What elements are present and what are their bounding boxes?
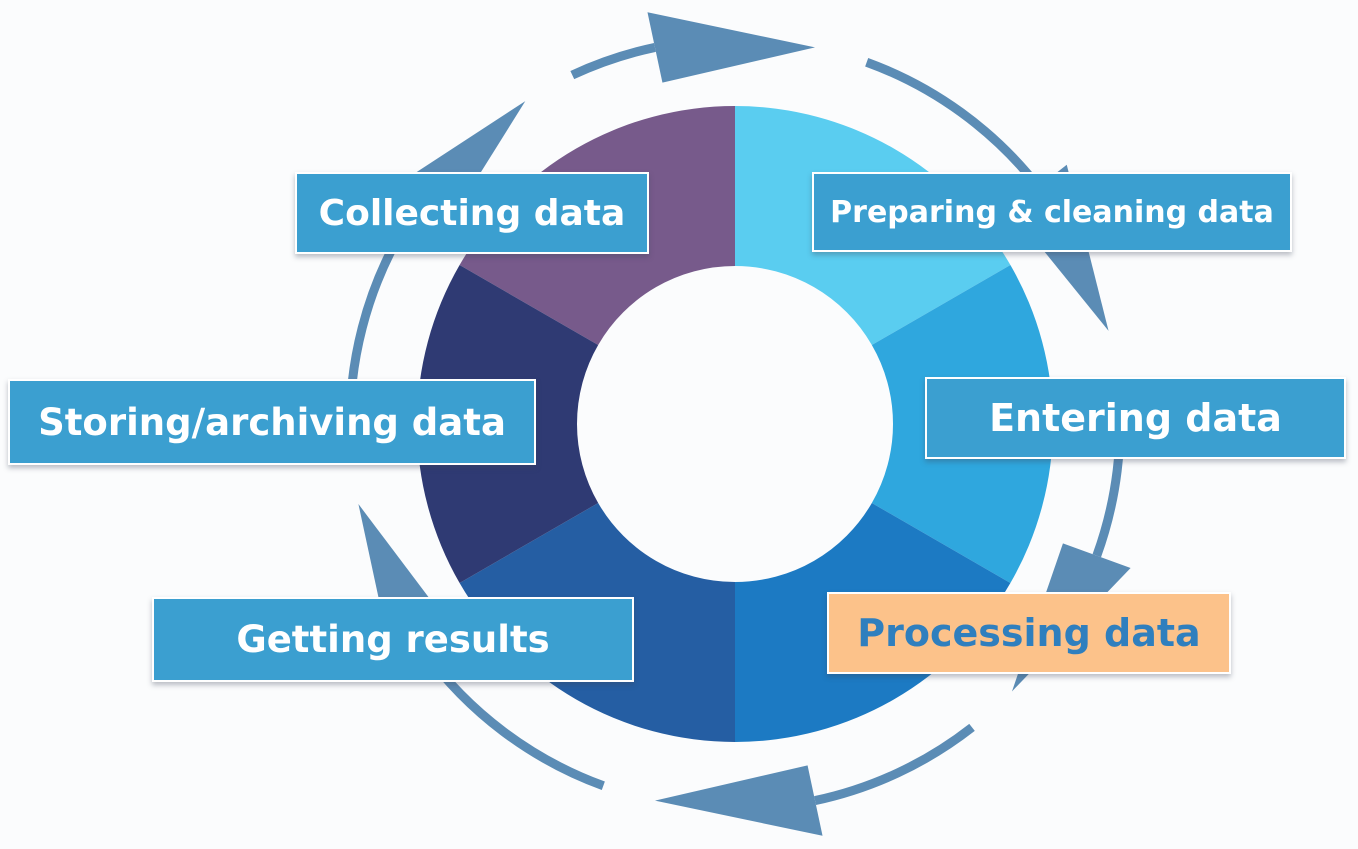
stage-label-storing: Storing/archiving data	[8, 379, 536, 465]
stage-label-getting: Getting results	[152, 597, 634, 682]
cycle-arc-segment	[814, 723, 975, 805]
stage-label-entering: Entering data	[925, 377, 1346, 459]
stage-label-preparing: Preparing & cleaning data	[812, 172, 1292, 252]
cycle-arrowhead-icon	[654, 765, 823, 836]
stage-label-processing: Processing data	[827, 592, 1231, 674]
stage-label-collecting: Collecting data	[295, 172, 649, 254]
cycle-arrowhead-icon	[647, 12, 816, 83]
cycle-arc-segment	[865, 57, 1042, 190]
cycle-arc-segment	[570, 43, 656, 80]
